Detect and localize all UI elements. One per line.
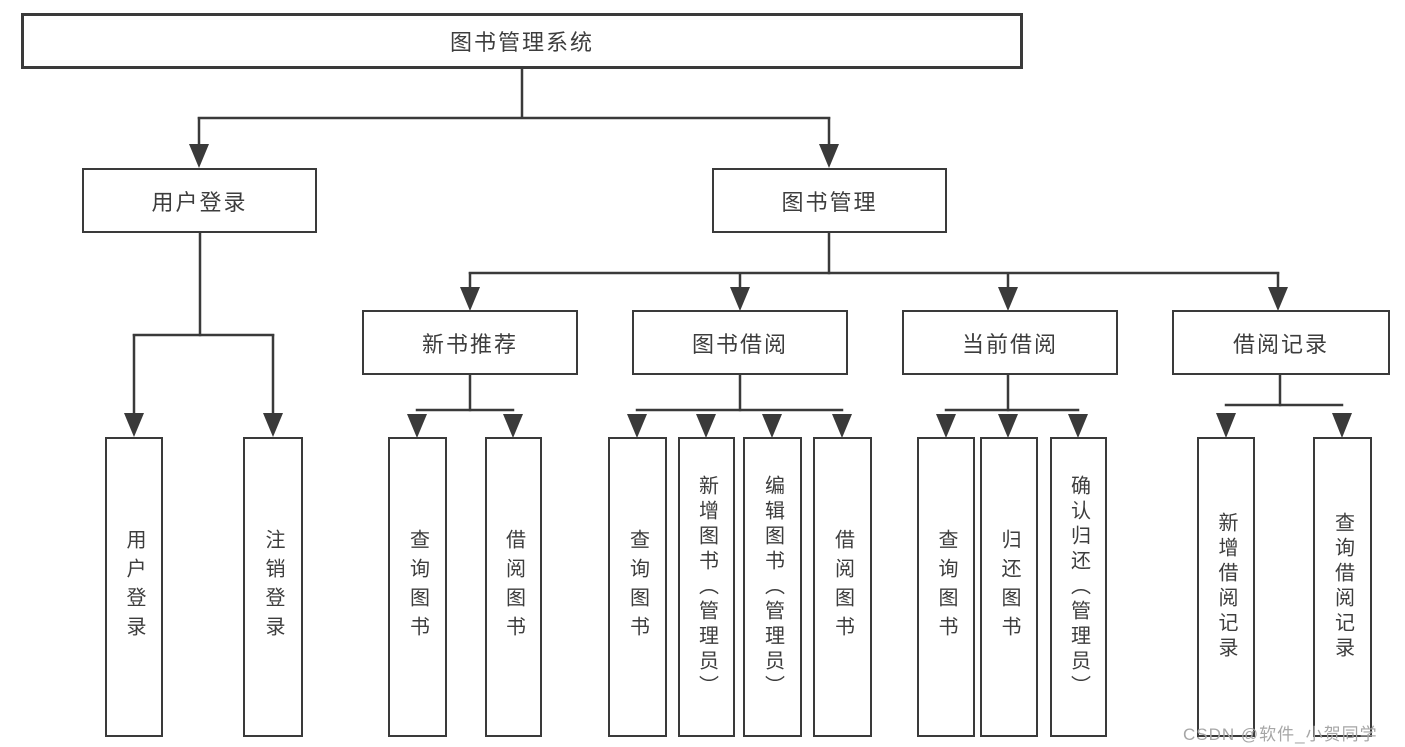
arrowhead-leaf-add-record xyxy=(1216,413,1236,438)
arrowhead-leaf-query-record xyxy=(1332,413,1352,438)
leaf-borrow-books-recommend: 借阅图书 xyxy=(485,437,542,737)
csdn-watermark: CSDN @软件_小贺同学 xyxy=(1183,725,1378,744)
leaf-add-borrow-record: 新增借阅记录 xyxy=(1197,437,1255,737)
leaf-query-books-current: 查询图书 xyxy=(917,437,975,737)
node-borrowing-records: 借阅记录 xyxy=(1172,310,1390,375)
leaf-edit-books-admin: 编辑图书（管理员） xyxy=(743,437,802,737)
node-book-borrowing: 图书借阅 xyxy=(632,310,848,375)
arrowhead-leaf-logout xyxy=(263,413,283,437)
node-book-management: 图书管理 xyxy=(712,168,947,233)
leaf-logout-login: 注销登录 xyxy=(243,437,303,737)
leaf-add-books-admin: 新增图书（管理员） xyxy=(678,437,735,737)
arrowhead-leaf-edit-book xyxy=(762,414,782,438)
arrowhead-leaf-query-2 xyxy=(627,414,647,438)
connector-lines xyxy=(132,68,1344,415)
arrowhead-current-borrow xyxy=(998,287,1018,311)
leaf-borrow-books-borrowing: 借阅图书 xyxy=(813,437,872,737)
arrowhead-leaf-borrow-2 xyxy=(832,414,852,438)
arrowhead-leaf-borrow-1 xyxy=(503,414,523,438)
node-current-borrowing: 当前借阅 xyxy=(902,310,1118,375)
leaf-query-books-recommend: 查询图书 xyxy=(388,437,447,737)
arrowhead-leaf-login xyxy=(124,413,144,437)
leaf-confirm-return-admin: 确认归还（管理员） xyxy=(1050,437,1107,737)
arrowhead-borrow-record xyxy=(1268,287,1288,311)
node-new-book-recommendation: 新书推荐 xyxy=(362,310,578,375)
arrowhead-book-borrow xyxy=(730,287,750,311)
leaf-query-borrow-record: 查询借阅记录 xyxy=(1313,437,1372,737)
node-user-login: 用户登录 xyxy=(82,168,317,233)
connector-arrowheads xyxy=(124,144,1352,438)
arrowhead-book-mgmt xyxy=(819,144,839,168)
node-library-management-system: 图书管理系统 xyxy=(21,13,1023,69)
arrowhead-leaf-add-book xyxy=(696,414,716,438)
arrowhead-leaf-query-3 xyxy=(936,414,956,438)
leaf-return-books: 归还图书 xyxy=(980,437,1038,737)
arrowhead-leaf-return-book xyxy=(998,414,1018,438)
arrowhead-new-book xyxy=(460,287,480,311)
arrowhead-leaf-confirm-return xyxy=(1068,414,1088,438)
leaf-query-books-borrowing: 查询图书 xyxy=(608,437,667,737)
leaf-user-login: 用户登录 xyxy=(105,437,163,737)
arrowhead-user-login xyxy=(189,144,209,168)
arrowhead-leaf-query-1 xyxy=(407,414,427,438)
